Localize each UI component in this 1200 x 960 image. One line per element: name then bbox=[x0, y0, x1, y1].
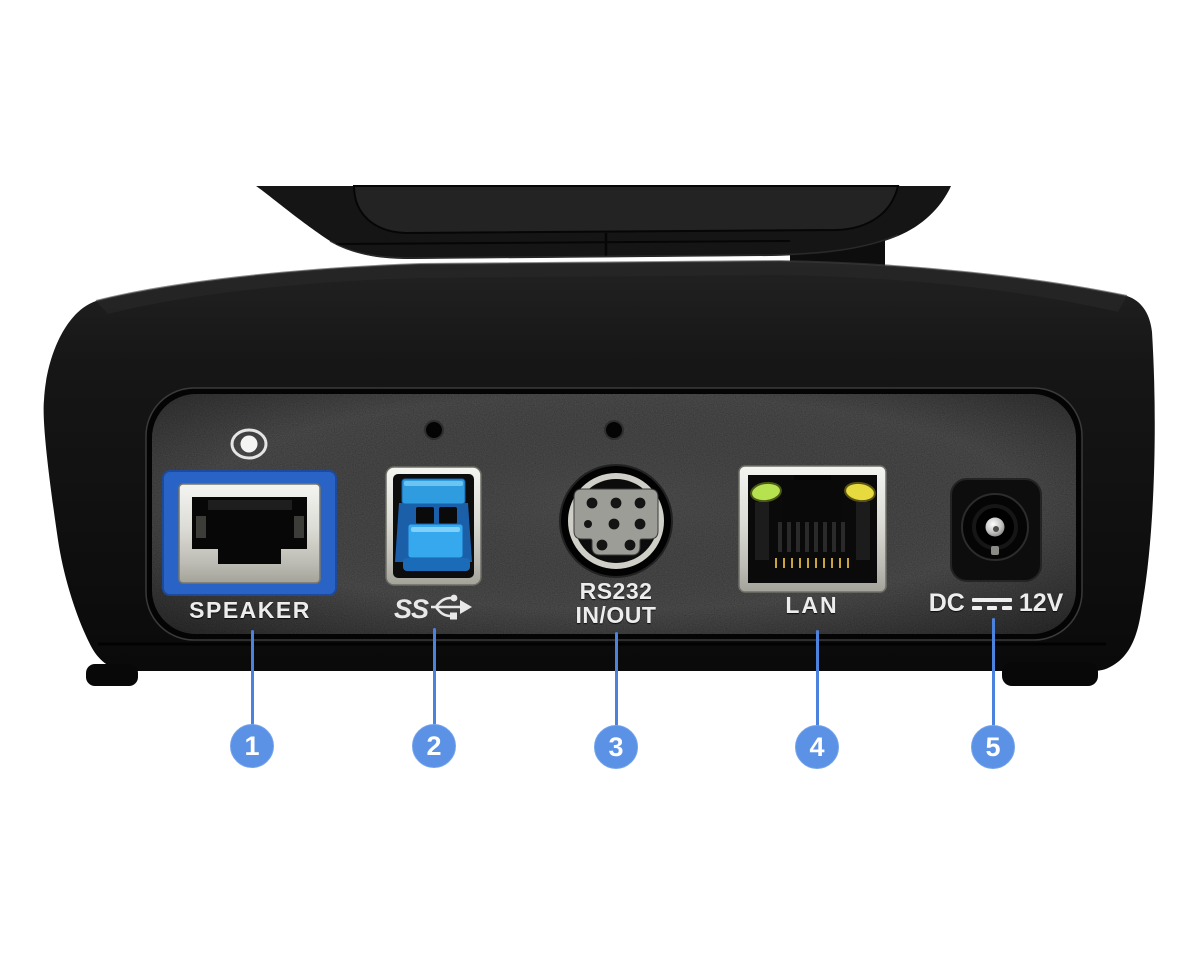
dc-label-prefix: DC bbox=[928, 589, 965, 617]
head-seam bbox=[335, 240, 791, 245]
callout-2-number: 2 bbox=[426, 730, 442, 761]
dc-jack bbox=[950, 478, 1042, 582]
camera-head bbox=[256, 185, 951, 259]
rs232-label-line1: RS232 bbox=[579, 578, 653, 604]
callout-line-3 bbox=[615, 632, 618, 727]
screw-hole-right bbox=[604, 420, 624, 440]
lan-gold-pins bbox=[775, 558, 849, 568]
dc-label: DC 12V bbox=[908, 589, 1084, 618]
callout-line-2 bbox=[433, 628, 436, 726]
callout-5-number: 5 bbox=[985, 731, 1001, 762]
callout-line-5 bbox=[992, 618, 995, 726]
callout-2: 2 bbox=[412, 724, 456, 768]
callout-3-number: 3 bbox=[608, 731, 624, 762]
screw-hole-left bbox=[424, 420, 444, 440]
usb-superspeed-icon: SS bbox=[394, 594, 472, 624]
speaker-label: SPEAKER bbox=[189, 597, 311, 623]
rs232-port bbox=[559, 464, 673, 578]
left-foot bbox=[86, 664, 138, 686]
lan-label: LAN bbox=[785, 592, 839, 618]
callout-4-number: 4 bbox=[809, 731, 825, 762]
rs232-label-line2: IN/OUT bbox=[575, 602, 657, 628]
callout-3: 3 bbox=[594, 725, 638, 769]
speaker-port bbox=[162, 470, 337, 596]
lan-led-green bbox=[750, 481, 782, 503]
callout-line-4 bbox=[816, 630, 819, 727]
callout-1: 1 bbox=[230, 724, 274, 768]
right-foot bbox=[1002, 662, 1098, 686]
status-led bbox=[230, 428, 268, 460]
dc-voltage-symbol bbox=[971, 597, 1012, 610]
dc-label-suffix: 12V bbox=[1018, 589, 1064, 617]
lan-port bbox=[738, 465, 887, 593]
usb-port bbox=[385, 466, 482, 586]
lan-led-yellow bbox=[844, 481, 876, 503]
callout-line-1 bbox=[251, 630, 254, 726]
usb-ss-text: SS bbox=[394, 594, 429, 624]
callout-5: 5 bbox=[971, 725, 1015, 769]
callout-4: 4 bbox=[795, 725, 839, 769]
callout-1-number: 1 bbox=[244, 730, 260, 761]
rs232-label: RS232 IN/OUT bbox=[546, 579, 686, 627]
